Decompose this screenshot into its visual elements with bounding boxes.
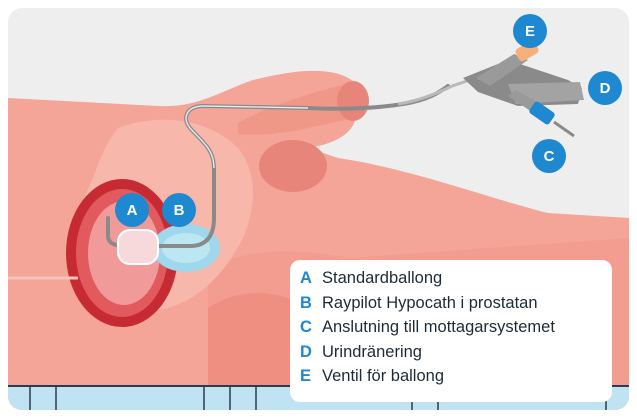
legend-box: A Standardballong B Raypilot Hypocath i … (290, 260, 612, 402)
legend-item-d: D Urindränering (300, 343, 612, 368)
legend-letter-c: C (300, 318, 322, 337)
external-tube (398, 80, 470, 104)
badge-d: D (588, 71, 622, 105)
legend-letter-d: D (300, 343, 322, 362)
legend-label-e: Ventil för ballong (322, 367, 444, 386)
legend-label-b: Raypilot Hypocath i prostatan (322, 294, 538, 313)
legend-item-c: C Anslutning till mottagarsystemet (300, 318, 612, 343)
badge-b: B (162, 193, 196, 227)
balloon-a (118, 230, 158, 264)
legend-label-c: Anslutning till mottagarsystemet (322, 318, 555, 337)
badge-e: E (513, 14, 547, 48)
glans-shape (337, 81, 369, 121)
legend-item-e: E Ventil för ballong (300, 367, 612, 392)
badge-c: C (532, 139, 566, 173)
legend-letter-a: A (300, 269, 322, 288)
legend-letter-b: B (300, 294, 322, 313)
illustration-panel: A B C D E A Standardballong B Raypilot H… (8, 8, 629, 410)
connector-pin (554, 122, 574, 136)
legend-label-a: Standardballong (322, 269, 442, 288)
legend-item-b: B Raypilot Hypocath i prostatan (300, 294, 612, 319)
legend-item-a: A Standardballong (300, 269, 612, 294)
scrotum-shape (259, 140, 327, 192)
legend-label-d: Urindränering (322, 343, 422, 362)
legend-letter-e: E (300, 367, 322, 386)
badge-a: A (115, 193, 149, 227)
